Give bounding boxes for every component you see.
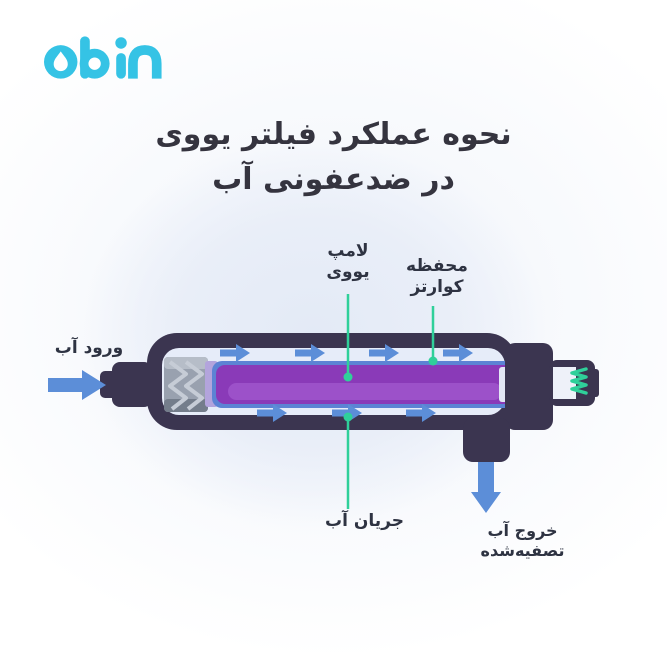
logo-letters [44,36,127,79]
pointer-lines [346,294,435,509]
connector-spring-icon [570,367,588,395]
title-line-1: نحوه عملکرد فیلتر یووی [155,117,512,152]
logo-letter-i-stem [116,53,126,79]
uv-lamp-glow [228,383,502,400]
power-connector-tab [590,369,599,397]
page-title: نحوه عملکرد فیلتر یووی در ضدعفونی آب [0,112,667,202]
abin-logo [44,36,162,79]
label-water-outlet-line1: خروج آب [487,521,558,540]
quartz-pointer-dot [428,356,438,366]
thread-fitting [164,357,208,412]
water-flow-pointer-dot [343,412,353,422]
title-line-2: در ضدعفونی آب [212,162,455,197]
pointer-dots [343,356,438,422]
inlet-connector [112,362,152,407]
outlet-port [463,418,510,462]
outlet-arrow-icon [471,462,501,513]
end-cap-block [505,343,553,430]
logo-letter-n [128,45,162,79]
logo-letter-i-dot [115,37,127,49]
label-uv-lamp: لامپ یووی [300,241,396,283]
label-uv-lamp-line1: لامپ [327,241,369,261]
label-uv-lamp-line2: یووی [326,262,370,282]
flow-arrows [48,344,501,513]
uv-lamp-pointer-dot [343,372,353,382]
label-quartz-chamber: محفظه کوارتز [389,256,485,298]
label-water-outlet: خروج آب تصفیه‌شده [460,521,585,561]
label-quartz-line1: محفظه [406,256,468,276]
thread-ridge-1 [168,360,188,411]
label-water-inlet: ورود آب [54,338,124,358]
thread-ridge-2 [184,360,204,411]
water-drop-icon [53,51,68,72]
label-quartz-line2: کوارتز [410,277,464,297]
label-water-outlet-line2: تصفیه‌شده [480,541,565,560]
label-water-flow: جریان آب [325,511,404,531]
logo-letter-b-hole [88,57,101,70]
connector-window [553,367,576,399]
inlet-arrow-icon [48,370,106,400]
